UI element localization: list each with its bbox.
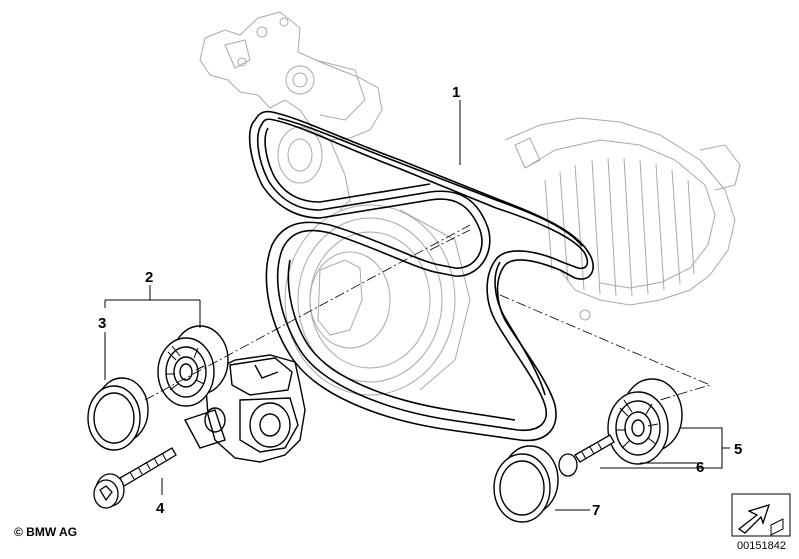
idler-pulley[interactable] <box>607 378 683 465</box>
callout-2: 2 <box>145 269 153 286</box>
callout-6: 6 <box>696 459 704 476</box>
assembly-axes <box>144 224 712 401</box>
engine-background <box>199 11 741 396</box>
pulley-cover-cap-right[interactable] <box>493 445 559 523</box>
drive-belt[interactable] <box>248 110 594 442</box>
callout-4: 4 <box>156 500 165 517</box>
copyright-text: © BMW AG <box>14 525 78 539</box>
belt-tensioner[interactable] <box>183 354 306 463</box>
idler-bolt[interactable] <box>558 434 615 477</box>
direction-arrow-icon <box>731 493 791 537</box>
tensioner-bolt[interactable] <box>93 447 177 509</box>
callout-5: 5 <box>734 441 742 458</box>
leader-lines <box>104 100 730 511</box>
pulley-cover-cap-left[interactable] <box>87 377 149 451</box>
callout-3: 3 <box>98 315 106 332</box>
tensioner-pulley[interactable] <box>157 325 229 407</box>
diagram-id: 00151842 <box>737 540 786 552</box>
callout-7: 7 <box>592 502 600 519</box>
callout-1: 1 <box>452 84 460 101</box>
